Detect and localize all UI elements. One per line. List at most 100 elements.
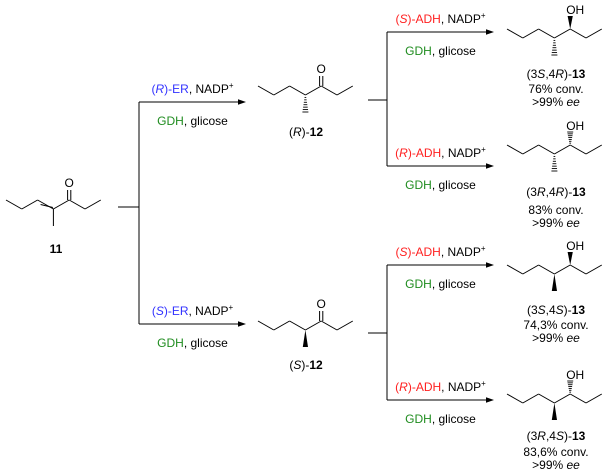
carbon-bond [569,28,587,39]
carbon-bond [554,264,571,275]
cofactor-charge: + [481,244,486,253]
label-part: )- [564,185,572,199]
label-number: 13 [572,303,586,317]
branch-from-r-12 [368,32,388,166]
methyl-hashed-bond [302,96,309,113]
arrow-s-adh-1: (S)-ADH, NADP+GDH, glicose [387,11,494,58]
arrowhead-icon [238,321,246,327]
label-config-c4: S [556,303,564,317]
carbon-bond [522,144,539,155]
carbon-bond [37,199,54,210]
cofactor-name: , NADP [441,146,481,160]
arrowhead-icon [486,29,494,35]
carbon-bond [257,320,275,331]
enzyme-name: )-ADH [408,245,441,259]
enzyme-config: S [156,304,164,318]
enzyme-label: (S)-ADH, NADP+ [395,244,485,259]
enzyme-name: )-ER [164,82,189,96]
enzyme-label: (S)-ER, NADP+ [152,303,234,318]
carbon-bond [305,85,322,96]
label-part: ,4 [546,429,556,443]
label-number: 13 [572,429,586,443]
oxygen-atom: O [317,297,326,311]
carbon-bond [68,199,86,210]
arrow-r-adh-1: (R)-ADH, NADP+GDH, glicose [387,145,494,192]
conversion-value: 76% conv. [528,82,583,96]
label-number: 13 [572,185,586,199]
conversion-value: 74,3% conv. [523,318,588,332]
ee-number: >99% [532,331,566,345]
ee-number: >99% [532,95,566,109]
ee-value: >99% ee [532,95,580,109]
carbon-bond [569,264,587,275]
cosubstrate: , glicose [432,412,476,426]
label-open: ( [289,125,293,139]
carbon-bond [538,393,555,404]
double-bond [40,204,54,208]
enzyme-label: (S)-ADH, NADP+ [395,11,485,26]
carbon-bond [305,320,322,331]
recycling-label: GDH, glicose [157,336,228,350]
enzyme-name: )-ADH [408,146,441,160]
methyl-wedge-bond [302,330,308,347]
label-part: (3 [527,303,538,317]
label-config: S [293,358,301,372]
enzyme-name: )-ADH [408,12,441,26]
cofactor-name: , NADP [189,82,229,96]
cofactor-name: , NADP [441,12,481,26]
ee-label: ee [567,458,581,472]
enzyme-open: ( [395,380,399,394]
carbon-bond [257,85,275,96]
methyl-wedge-bond [551,274,557,291]
arrowhead-icon [486,262,494,268]
branch-from-s-12 [368,265,388,400]
ee-label: ee [567,95,581,109]
cofactor-charge: + [229,303,234,312]
cofactor-name: , NADP [441,245,481,259]
recycling-label: GDH, glicose [405,412,476,426]
hydroxyl-group: OH [566,3,584,17]
methyl-wedge-bond [551,403,557,420]
methyl-hashed-bond [551,155,558,172]
carbon-bond [273,85,290,96]
recycle-enzyme: GDH [405,412,432,426]
conversion-value: 83% conv. [528,203,583,217]
label-config-c3: R [537,429,546,443]
enzyme-config: R [399,380,408,394]
recycling-label: GDH, glicose [405,277,476,291]
carbon-bond [506,393,524,404]
arrowhead-icon [238,99,246,105]
label-config-c4: S [556,429,564,443]
product-label: (3S,4S)-13 [527,303,585,317]
oxygen-atom: O [317,62,326,76]
carbon-bond [569,393,587,404]
carbon-bond [21,199,38,210]
label-number: 12 [309,358,323,372]
recycle-enzyme: GDH [405,277,432,291]
label-number: 12 [310,125,324,139]
recycle-enzyme: GDH [405,44,432,58]
ee-label: ee [567,331,581,345]
hydroxyl-group: OH [566,368,584,382]
cofactor-name: , NADP [441,380,481,394]
cosubstrate: , glicose [432,178,476,192]
ee-number: >99% [532,458,566,472]
cofactor-name: , NADP [189,304,229,318]
label-number: 13 [572,67,586,81]
carbon-bond [506,144,524,155]
enzyme-label: (R)-ADH, NADP+ [395,379,486,394]
label-config-c3: R [537,185,546,199]
ee-value: >99% ee [532,458,580,472]
carbon-bond [506,28,524,39]
arrow-s-er: (S)-ER, NADP+ GDH, glicose [139,303,246,350]
product-label: (3S,4R)-13 [527,67,586,81]
carbon-bond [538,144,555,155]
arrowhead-icon [486,163,494,169]
carbon-bond [554,393,571,404]
methyl-hashed-bond [551,39,558,56]
carbon-bond [522,28,539,39]
enzyme-config: R [399,146,408,160]
label-part: (3 [527,67,538,81]
carbon-bond [538,264,555,275]
